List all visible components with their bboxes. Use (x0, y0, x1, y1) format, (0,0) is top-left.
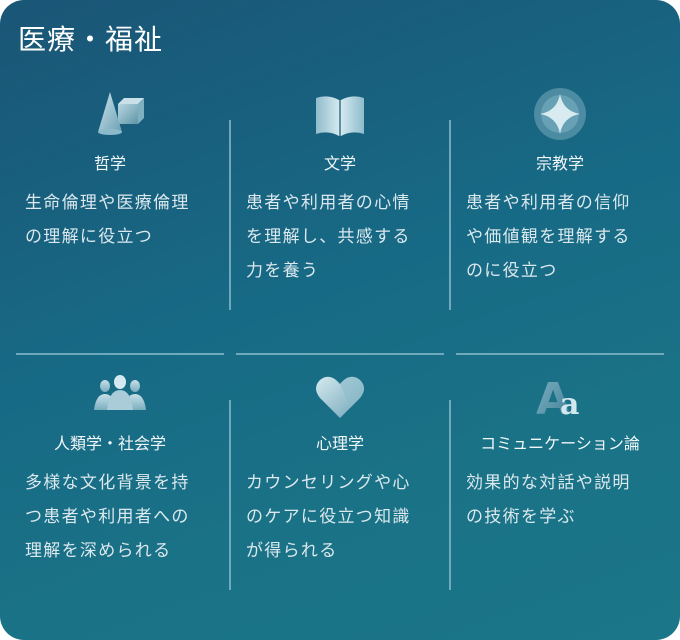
divider-vertical (229, 120, 231, 310)
subject-description: 患者や利用者の心情 を理解し、共感する 力を養う (246, 193, 411, 281)
subject-description: 患者や利用者の信仰 や価値観を理解する のに役立つ (466, 193, 631, 281)
subject-heading: コミュニケーション論 (480, 434, 640, 453)
svg-text:A: A (536, 374, 570, 420)
subject-heading: 人類学・社会学 (53, 434, 166, 453)
divider-horizontal (16, 353, 224, 355)
cone-cube-icon (92, 88, 148, 144)
typography-aa-icon: A a (532, 368, 588, 425)
subject-religious-studies: 宗教学 患者や利用者の信仰 や価値観を理解する のに役立つ (450, 0, 670, 320)
subject-description: 効果的な対話や説明 の技術を学ぶ (466, 473, 631, 527)
subject-heading: 宗教学 (535, 154, 584, 173)
subject-heading: 哲学 (93, 154, 126, 173)
page-title: 医療・福祉 (18, 23, 164, 56)
subject-philosophy: 哲学 生命倫理や医療倫理 の理解に役立つ (0, 0, 220, 320)
divider-horizontal (236, 353, 444, 355)
subject-anthropology-sociology: 人類学・社会学 多様な文化背景を持 つ患者や利用者への 理解を深められる (0, 360, 220, 640)
svg-text:a: a (560, 387, 579, 420)
heart-icon (312, 372, 368, 428)
sparkle-star-icon (532, 86, 588, 142)
open-book-icon (312, 92, 368, 148)
divider-horizontal (456, 353, 664, 355)
people-group-icon (92, 370, 148, 426)
subject-description: 生命倫理や医療倫理 の理解に役立つ (25, 193, 190, 247)
divider-vertical (449, 400, 451, 590)
divider-vertical (229, 400, 231, 590)
subject-description: 多様な文化背景を持 つ患者や利用者への 理解を深められる (25, 473, 190, 561)
subject-literature: 文学 患者や利用者の心情 を理解し、共感する 力を養う (230, 0, 450, 320)
subject-psychology: 心理学 カウンセリングや心 のケアに役立つ知識 が得られる (230, 360, 450, 640)
subject-communication: A a コミュニケーション論 効果的な対話や説明 の技術を学ぶ (450, 360, 670, 640)
subject-description: カウンセリングや心 のケアに役立つ知識 が得られる (246, 473, 411, 561)
divider-vertical (449, 120, 451, 310)
subject-heading: 心理学 (315, 434, 364, 453)
subject-heading: 文学 (323, 154, 356, 173)
